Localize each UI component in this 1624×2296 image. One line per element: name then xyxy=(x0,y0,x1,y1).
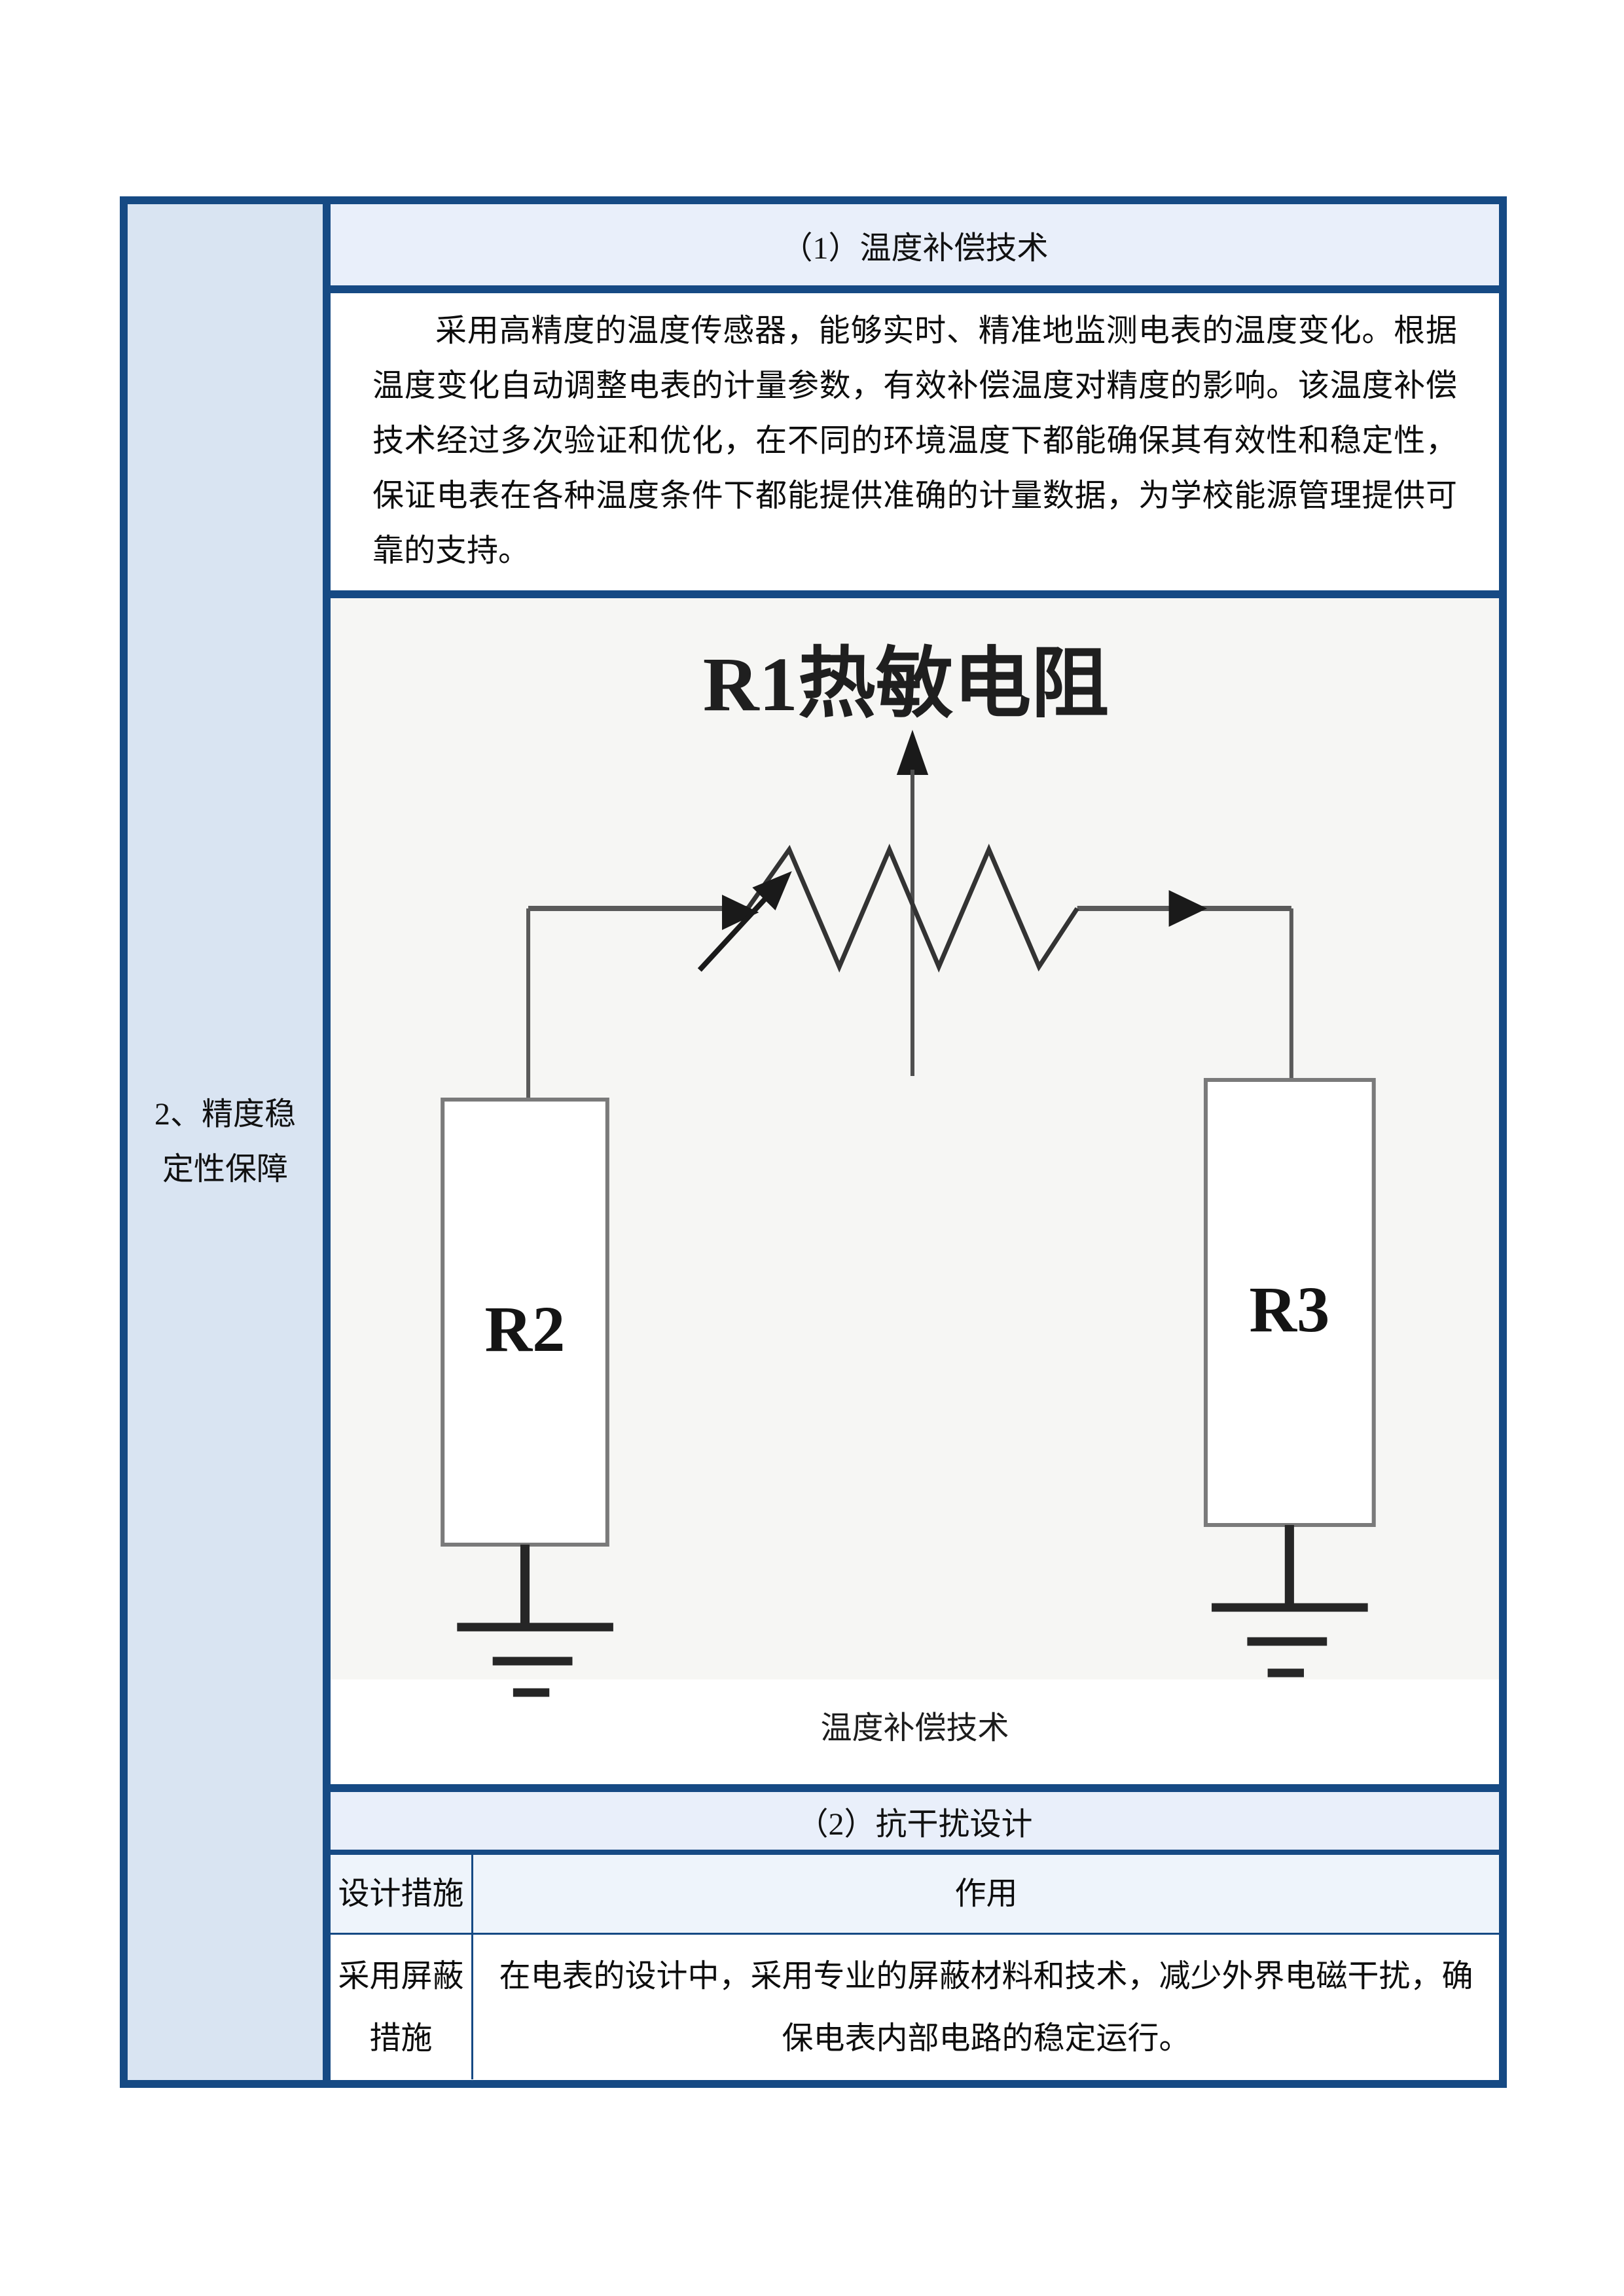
measure-cell: 采用屏蔽措施 xyxy=(331,1935,473,2079)
row-group-label: 2、精度稳定性保障 xyxy=(154,1097,296,1187)
section2-data-row: 采用屏蔽措施 在电表的设计中，采用专业的屏蔽材料和技术，减少外界电磁干扰，确保电… xyxy=(331,1935,1499,2079)
section1-paragraph-cell: 采用高精度的温度传感器，能够实时、精准地监测电表的温度变化。根据温度变化自动调整… xyxy=(331,293,1499,598)
up-arrowhead-icon xyxy=(896,730,929,775)
main-table: 2、精度稳定性保障 （1）温度补偿技术 采用高精度的温度传感器，能够实时、精准地… xyxy=(120,196,1507,2088)
section2-header: （2）抗干扰设计 xyxy=(331,1792,1499,1855)
circuit-diagram-cell: R1热敏电阻 R2 xyxy=(331,598,1499,1792)
section1-header: （1）温度补偿技术 xyxy=(331,204,1499,293)
column-header-measure: 设计措施 xyxy=(331,1855,473,1933)
column-header-effect: 作用 xyxy=(954,1876,1018,1911)
resistor-zigzag xyxy=(746,843,1079,973)
table-content-column: （1）温度补偿技术 采用高精度的温度传感器，能够实时、精准地监测电表的温度变化。… xyxy=(331,204,1499,2080)
diagram-caption: 温度补偿技术 xyxy=(820,1711,1009,1746)
section1-header-text: （1）温度补偿技术 xyxy=(781,231,1049,266)
section2-column-header-row: 设计措施 作用 xyxy=(331,1855,1499,1935)
resistor-R3-label: R3 xyxy=(1249,1273,1329,1346)
thermistor-circuit-diagram: R1热敏电阻 R2 xyxy=(441,641,1376,1697)
resistor-R3-box xyxy=(1203,1078,1376,1527)
section1-paragraph: 采用高精度的温度传感器，能够实时、精准地监测电表的温度变化。根据温度变化自动调整… xyxy=(372,314,1457,568)
section2-header-text: （2）抗干扰设计 xyxy=(797,1807,1033,1842)
right-arrowhead-icon xyxy=(722,895,759,930)
diagram-title: R1热敏电阻 xyxy=(703,641,1109,727)
diagonal-arrowhead-icon xyxy=(752,871,792,910)
resistor-R2-label: R2 xyxy=(484,1293,565,1365)
effect-cell: 在电表的设计中，采用专业的屏蔽材料和技术，减少外界电磁干扰，确保电表内部电路的稳… xyxy=(499,1958,1473,2056)
variability-arrow-line xyxy=(697,891,773,972)
right-output-arrowhead-icon xyxy=(1168,890,1208,927)
row-group-cell: 2、精度稳定性保障 xyxy=(128,204,331,2080)
resistor-R2-box xyxy=(441,1098,609,1547)
